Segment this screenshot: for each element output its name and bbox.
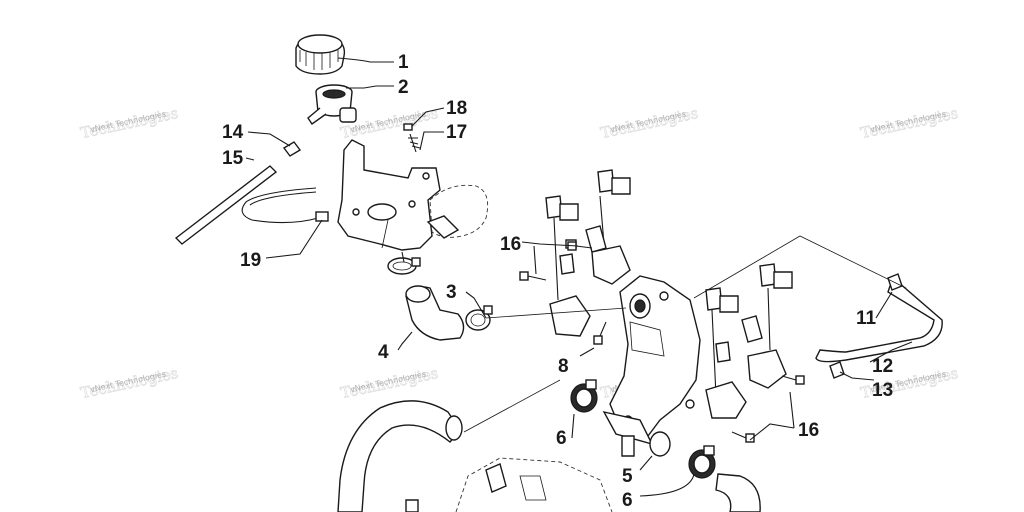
tank-bracket-part [337, 139, 441, 251]
bolt-8-part [593, 321, 607, 345]
callout-2: 2 [398, 77, 409, 98]
callout-6-upper: 6 [556, 428, 567, 449]
callout-8: 8 [558, 356, 569, 377]
callout-15: 15 [222, 148, 244, 169]
callout-12: 12 [872, 356, 893, 377]
hose-fitting-part [282, 141, 302, 157]
bolt-16-upper-left-part [519, 271, 547, 281]
watermark-6: Technologies vNext Technologies [339, 364, 441, 403]
callout-13: 13 [872, 380, 893, 401]
vent-hose-part [174, 165, 278, 245]
outlet-hose-part [715, 473, 761, 512]
watermark-3: Technologies vNext Technologies [599, 104, 701, 143]
bolt-16-lower-b-part [731, 431, 755, 443]
screw-part [403, 123, 421, 153]
overflow-hose-part [815, 273, 943, 379]
callout-14: 14 [222, 122, 244, 143]
hose-clamp-upper-part [387, 257, 421, 275]
coolant-hose-part [337, 400, 463, 512]
watermark-5: Technologies vNext Technologies [79, 364, 181, 403]
callout-16-lower: 16 [798, 420, 819, 441]
engine-partial [405, 457, 613, 512]
tank-outline [426, 184, 489, 239]
callout-3: 3 [446, 282, 457, 303]
callout-5: 5 [622, 466, 633, 487]
elbow-hose-part [405, 285, 465, 341]
right-coil-assembly-part [705, 263, 793, 419]
clamp-lower-pump-part [688, 445, 716, 479]
filler-cap-part [295, 34, 346, 75]
callout-11: 11 [856, 308, 877, 329]
leader-lines [245, 57, 913, 497]
pump-housing-part [602, 275, 701, 457]
callout-1: 1 [398, 52, 409, 73]
callout-6-lower: 6 [622, 490, 633, 511]
watermark-1: Technologies vNext Technologies [79, 104, 181, 143]
callout-19: 19 [240, 250, 261, 271]
callout-4: 4 [378, 342, 389, 363]
bolt-16-lower-a-part [781, 375, 805, 385]
watermark-4: Technologies vNext Technologies [859, 104, 961, 143]
filler-neck-part [307, 84, 357, 125]
clamp-upper-pump-part [570, 379, 598, 413]
callout-18: 18 [446, 98, 467, 119]
callout-16-upper: 16 [500, 234, 521, 255]
callout-17: 17 [446, 122, 467, 143]
cable-tie-part [241, 187, 329, 224]
